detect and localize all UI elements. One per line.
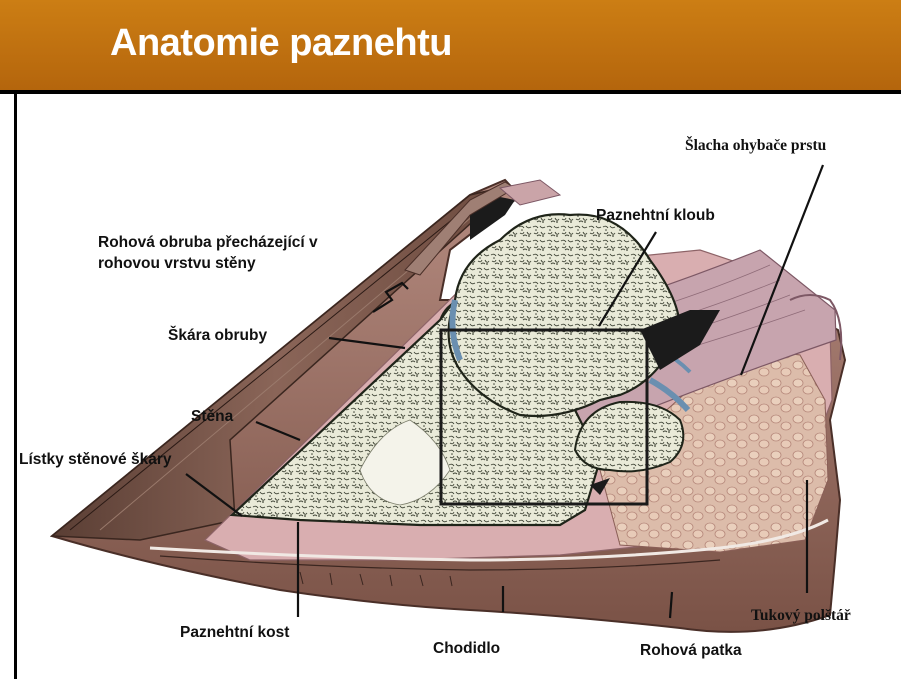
label-slacha: Šlacha ohybače prstu: [685, 135, 826, 156]
label-rohova-obruba-line2: rohovou vrstvu stěny: [98, 253, 318, 274]
label-rohova-obruba-line1: Rohová obruba přecházející v: [98, 232, 318, 253]
label-chodidlo: Chodidlo: [433, 638, 500, 659]
label-paznehtni-kloub: Paznehtní kloub: [596, 205, 715, 226]
label-skara-obruby: Škára obruby: [168, 325, 267, 346]
label-listky: Lístky stěnové škáry: [19, 449, 172, 470]
label-rohova-patka: Rohová patka: [640, 640, 742, 661]
label-stena: Stěna: [191, 406, 233, 427]
label-paznehtni-kost: Paznehtní kost: [180, 622, 289, 643]
label-tukovy-polstar: Tukový polštář: [751, 605, 851, 626]
label-rohova-obruba: Rohová obruba přecházející v rohovou vrs…: [98, 232, 318, 274]
